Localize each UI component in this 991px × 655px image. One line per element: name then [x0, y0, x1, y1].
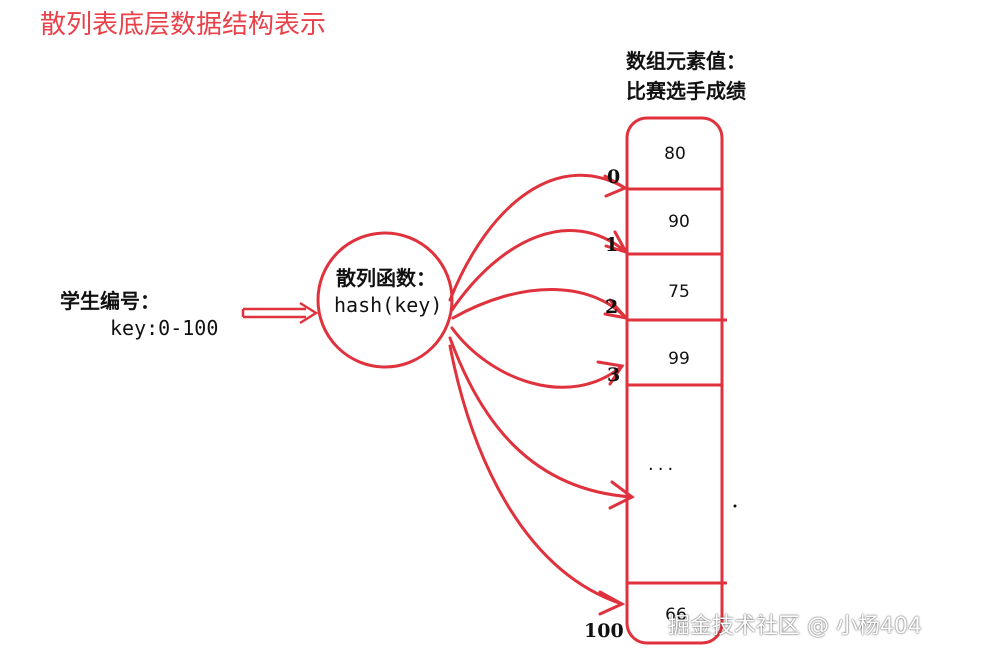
cell-value: 80: [664, 144, 686, 164]
arrowhead-icon: [604, 230, 630, 255]
arrowhead-icon: [598, 590, 626, 616]
array-header: 数组元素值： 比赛选手成绩: [626, 46, 746, 106]
arrowhead-icon: [596, 360, 625, 386]
arrowhead-icon: [603, 298, 631, 321]
input-range: key:0-100: [110, 316, 219, 340]
arrowhead-icon: [603, 174, 629, 198]
array-header-line2: 比赛选手成绩: [626, 79, 746, 103]
cell-index: 2: [605, 296, 619, 318]
arrow-to-slot-0: [448, 173, 627, 302]
arrow-to-slot-1: [450, 229, 628, 312]
watermark: 掘金技术社区 @ 小杨404: [668, 614, 922, 639]
arrow-to-slot-3: [450, 326, 624, 389]
array-box: [625, 116, 724, 645]
cell-index: 100: [584, 620, 624, 642]
hash-function-label: 散列函数：: [336, 266, 436, 290]
hash-function-circle: [316, 231, 454, 369]
input-label: 学生编号：: [60, 289, 160, 313]
array-header-line1: 数组元素值：: [626, 49, 746, 73]
arrow-to-slot-100: [448, 344, 624, 606]
hash-function-expr: hash(key): [334, 293, 443, 317]
cell-value: 75: [668, 282, 690, 302]
stray-dot: [733, 504, 737, 508]
input-arrow: [241, 301, 319, 325]
cell-value: 99: [668, 349, 690, 369]
cell-index: 3: [607, 364, 621, 386]
cell-index: 0: [607, 166, 621, 188]
cell-value: 66: [665, 605, 687, 625]
arrow-to-ellipsis: [448, 336, 634, 499]
cell-ellipsis: ...: [648, 454, 678, 475]
arrow-to-slot-2: [451, 288, 628, 320]
cell-index: 1: [605, 234, 619, 256]
arrowhead-icon: [608, 480, 635, 510]
diagram-title: 散列表底层数据结构表示: [40, 10, 327, 40]
cell-value: 90: [668, 212, 690, 232]
